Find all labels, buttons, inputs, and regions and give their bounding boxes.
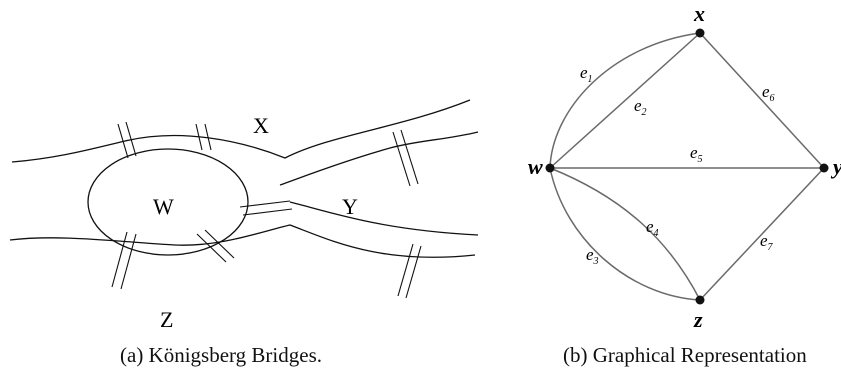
river-upper-bank: [11, 99, 471, 163]
channel-lower-right-bank: [289, 201, 479, 236]
region-label-w: W: [153, 194, 174, 219]
edge-e4: [549, 167, 701, 301]
edge-label-e5: e5: [690, 143, 703, 165]
edge-label-e6: e6: [762, 82, 775, 104]
caption-a: (a) Königsberg Bridges.: [120, 343, 322, 367]
edge-e2: [549, 32, 701, 169]
edge-label-e2: e2: [634, 96, 647, 118]
graph-nodes: [545, 28, 829, 305]
konigsberg-map: [9, 99, 479, 299]
node-label-y: y: [830, 154, 841, 179]
edge-e7: [699, 167, 825, 301]
node-label-x: x: [693, 1, 705, 26]
region-label-z: Z: [160, 307, 173, 332]
edge-label-e1: e1: [580, 63, 593, 85]
region-label-x: X: [253, 113, 269, 138]
edge-e3: [549, 167, 701, 301]
edge-label-e3: e3: [586, 245, 599, 267]
island-w: [87, 148, 249, 256]
caption-b: (b) Graphical Representation: [563, 343, 807, 367]
node-w: [545, 163, 555, 173]
region-label-y: Y: [342, 194, 358, 219]
node-label-w: w: [528, 154, 543, 179]
node-label-z: z: [693, 307, 703, 332]
channel-upper-right-bank: [279, 131, 479, 186]
node-z: [695, 295, 705, 305]
graph: [549, 32, 825, 301]
edge-label-e4: e4: [646, 217, 659, 239]
edge-label-e7: e7: [760, 231, 774, 253]
edge-e1: [549, 32, 701, 169]
node-x: [695, 28, 705, 38]
node-y: [819, 163, 829, 173]
bridges: [111, 121, 422, 299]
edge-e6: [699, 32, 825, 169]
river-lower-bank: [9, 224, 476, 258]
